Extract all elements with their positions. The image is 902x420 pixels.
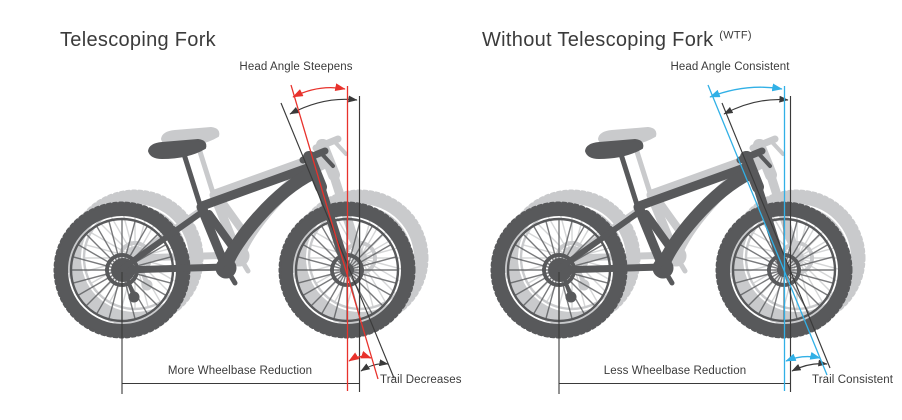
head-angle-label-right: Head Angle Consistent (670, 61, 790, 73)
original-head-angle-arc-right (723, 95, 789, 115)
original-head-angle-arc-left (289, 95, 358, 115)
head-angle-change-arc-left (292, 83, 346, 98)
original-trail-arc-left (360, 359, 389, 372)
annotations-left (121, 83, 395, 394)
head-angle-label-left: Head Angle Steepens (239, 61, 353, 73)
trail-change-arc-right (785, 351, 821, 362)
wheelbase-label-left: More Wheelbase Reduction (167, 365, 313, 377)
original-trail-arc-right (791, 359, 828, 372)
original-head-angle-line-right (721, 102, 831, 369)
panel-title-right-superscript: (WTF) (719, 29, 752, 42)
steepened-head-angle-line-left (290, 84, 379, 380)
head-angle-change-arc-right (709, 83, 783, 98)
wheelbase-label-right: Less Wheelbase Reduction (603, 365, 747, 377)
new-geometry-lines-left (290, 83, 379, 391)
new-geometry-lines-right (707, 83, 828, 391)
trail-change-arc-left (348, 351, 372, 362)
wheelbase-annotation-right (558, 272, 791, 394)
wheelbase-annotation-left (121, 272, 360, 394)
panel-title-right: Without Telescoping Fork (WTF) (482, 29, 752, 52)
panel-title-left: Telescoping Fork (60, 29, 216, 51)
annotations-right (558, 83, 831, 394)
trail-label-left: Trail Decreases (380, 374, 462, 386)
trail-label-right: Trail Consistent (812, 374, 894, 386)
original-geometry-lines-right (721, 95, 831, 392)
consistent-head-angle-line-right (707, 84, 828, 376)
panel-title-right-text: Without Telescoping Fork (482, 29, 714, 51)
